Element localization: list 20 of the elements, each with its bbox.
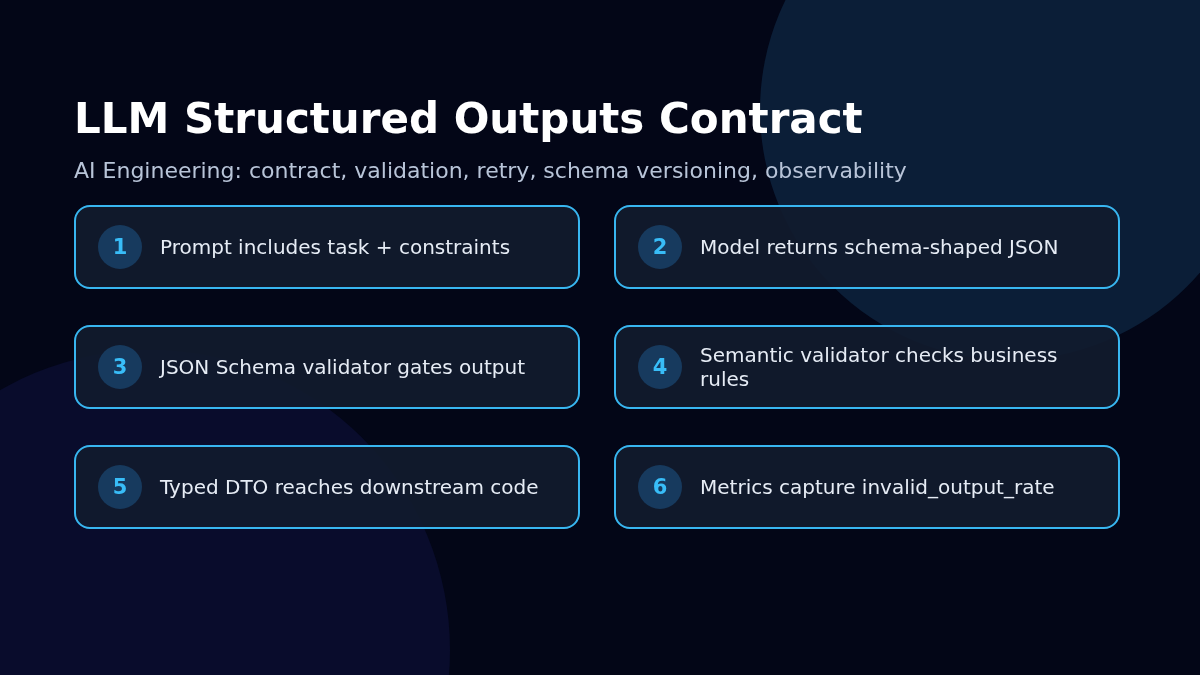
step-card: [614, 325, 1120, 409]
step-number: 6: [638, 465, 682, 509]
step-text: Metrics capture invalid_output_rate: [700, 475, 1056, 499]
subtitle: AI Engineering: contract, validation, retry, schema versioning, observability: [74, 158, 907, 183]
step-number: 5: [98, 465, 142, 509]
step-number: 3: [98, 345, 142, 389]
step-number: 1: [98, 225, 142, 269]
step-card: [74, 325, 580, 409]
step-text: Model returns schema-shaped JSON: [700, 235, 1060, 259]
step-card: [74, 205, 580, 289]
step-text: Semantic validator checks business rules: [700, 343, 1059, 391]
title: LLM Structured Outputs Contract: [74, 94, 863, 143]
step-text: Prompt includes task + constraints: [160, 235, 512, 259]
step-card: [614, 445, 1120, 529]
step-card: [614, 205, 1120, 289]
step-text: Typed DTO reaches downstream code: [160, 475, 540, 499]
step-text: JSON Schema validator gates output: [160, 355, 527, 379]
step-number: 2: [638, 225, 682, 269]
step-number: 4: [638, 345, 682, 389]
step-card: [74, 445, 580, 529]
